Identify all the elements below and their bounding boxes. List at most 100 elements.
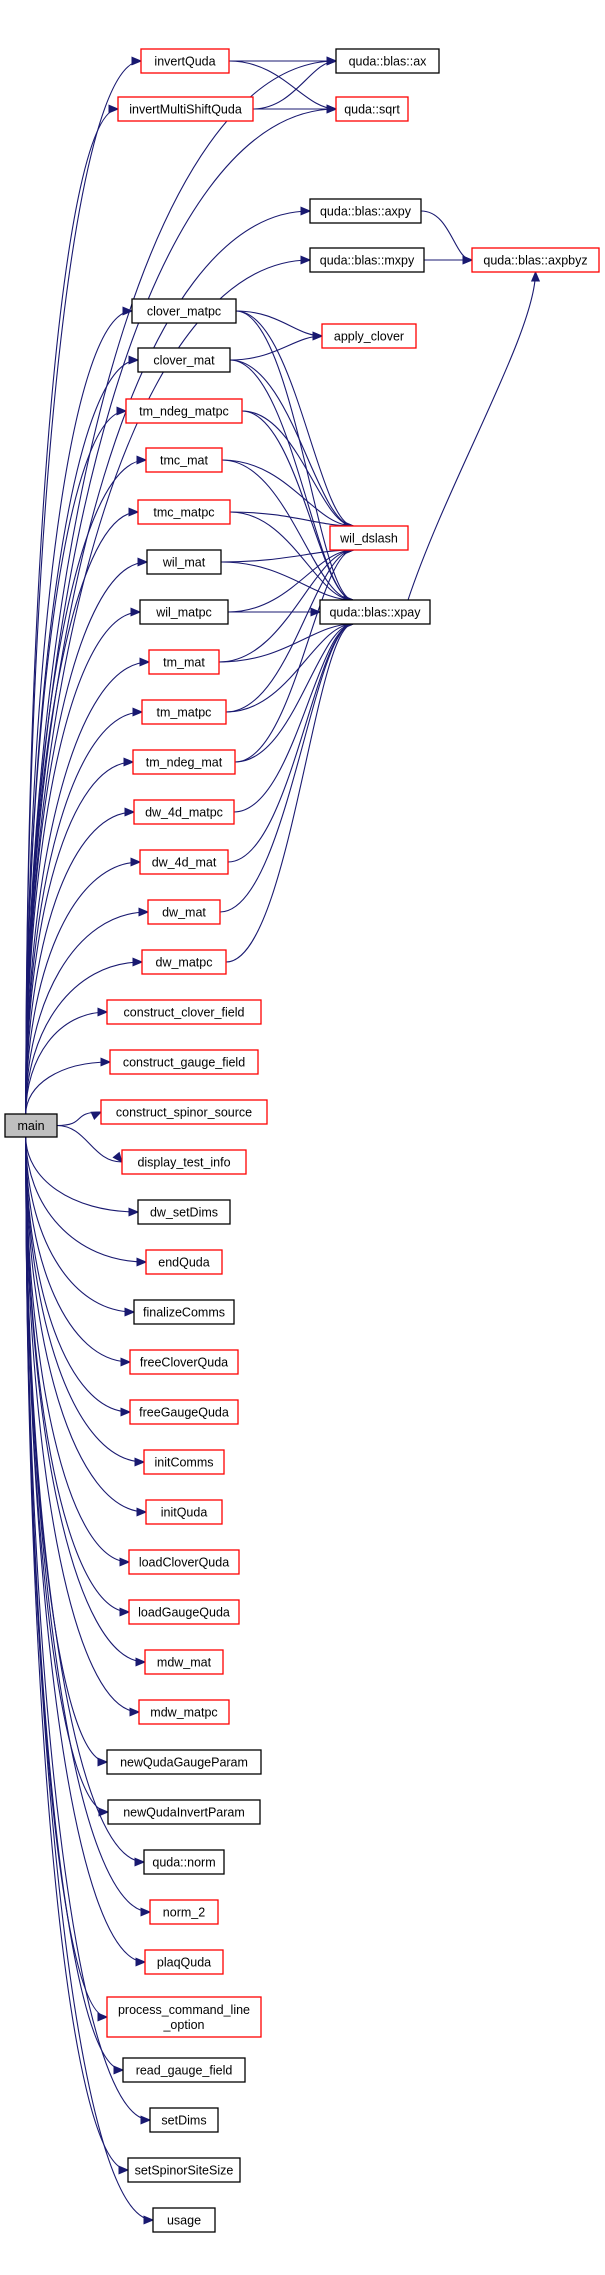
node-label: quda::blas::axpbyz bbox=[483, 254, 587, 268]
edges-layer bbox=[25, 56, 541, 2225]
node-construct-clover-field[interactable]: construct_clover_field bbox=[106, 999, 262, 1025]
node-box bbox=[141, 699, 227, 725]
arrowhead-icon bbox=[118, 2165, 130, 2175]
node-construct-spinor-source[interactable]: construct_spinor_source bbox=[100, 1099, 268, 1125]
node-process-command-line-option[interactable]: process_command_line_option bbox=[106, 1996, 262, 2038]
node-wil-mat[interactable]: wil_mat bbox=[146, 549, 222, 575]
node-invertquda[interactable]: invertQuda bbox=[140, 48, 230, 74]
node-tm-mat[interactable]: tm_mat bbox=[148, 649, 220, 675]
arrowhead-icon bbox=[131, 56, 143, 66]
node-apply-clover[interactable]: apply_clover bbox=[321, 323, 417, 349]
arrowhead-icon bbox=[300, 255, 312, 265]
node-newqudagaugeparam[interactable]: newQudaGaugeParam bbox=[106, 1749, 262, 1775]
edge-clover-mat-to-apply-clover bbox=[229, 331, 324, 361]
node-label: dw_setDims bbox=[150, 1206, 218, 1220]
node-mxpy[interactable]: quda::blas::mxpy bbox=[309, 247, 425, 273]
arrowhead-icon bbox=[123, 757, 135, 767]
node-tm-ndeg-mat[interactable]: tm_ndeg_mat bbox=[132, 749, 236, 775]
node-ax[interactable]: quda::blas::ax bbox=[335, 48, 440, 74]
arrowhead-icon bbox=[326, 56, 338, 66]
arrowhead-icon bbox=[143, 2215, 155, 2225]
node-tmc-mat[interactable]: tmc_mat bbox=[145, 447, 223, 473]
node-tm-matpc[interactable]: tm_matpc bbox=[141, 699, 227, 725]
node-axpy[interactable]: quda::blas::axpy bbox=[309, 198, 422, 224]
node-freegaugequda[interactable]: freeGaugeQuda bbox=[129, 1399, 239, 1425]
node-dw-matpc[interactable]: dw_matpc bbox=[141, 949, 227, 975]
node-box bbox=[143, 1849, 225, 1875]
node-label: norm_2 bbox=[163, 1906, 205, 1920]
node-freecloverquda[interactable]: freeCloverQuda bbox=[129, 1349, 239, 1375]
node-mdw-matpc[interactable]: mdw_matpc bbox=[138, 1699, 230, 1725]
node-label: tm_ndeg_mat bbox=[146, 756, 223, 770]
arrowhead-icon bbox=[136, 455, 148, 465]
node-wil-dslash[interactable]: wil_dslash bbox=[329, 525, 409, 551]
node-setdims[interactable]: setDims bbox=[149, 2107, 219, 2133]
node-dw-mat[interactable]: dw_mat bbox=[147, 899, 221, 925]
node-display-test-info[interactable]: display_test_info bbox=[121, 1149, 247, 1175]
node-label: quda::blas::ax bbox=[349, 55, 428, 69]
node-clover-matpc[interactable]: clover_matpc bbox=[131, 298, 237, 324]
node-box bbox=[144, 1649, 224, 1675]
edge-line bbox=[25, 611, 141, 1115]
node-label: freeGaugeQuda bbox=[139, 1406, 229, 1420]
node-main[interactable]: main bbox=[4, 1113, 58, 1138]
node-finalizecomms[interactable]: finalizeComms bbox=[133, 1299, 235, 1325]
node-loadgaugequda[interactable]: loadGaugeQuda bbox=[128, 1599, 240, 1625]
node-setspinorsitesize[interactable]: setSpinorSiteSize bbox=[127, 2157, 241, 2183]
node-dw-4d-matpc[interactable]: dw_4d_matpc bbox=[133, 799, 235, 825]
node-clover-mat[interactable]: clover_mat bbox=[137, 347, 231, 373]
node-plaqquda[interactable]: plaqQuda bbox=[144, 1949, 224, 1975]
edge-line bbox=[25, 60, 142, 1115]
node-box bbox=[146, 549, 222, 575]
node-read-gauge-field[interactable]: read_gauge_field bbox=[122, 2057, 246, 2083]
arrowhead-icon bbox=[129, 1707, 141, 1717]
edge-tm-ndeg-matpc-to-xpay bbox=[241, 410, 355, 605]
node-initquda[interactable]: initQuda bbox=[145, 1499, 223, 1525]
node-box bbox=[122, 2057, 246, 2083]
node-box bbox=[141, 949, 227, 975]
node-loadcloverquda[interactable]: loadCloverQuda bbox=[128, 1549, 240, 1575]
node-dw-setdims[interactable]: dw_setDims bbox=[137, 1199, 231, 1225]
node-mdw-mat[interactable]: mdw_mat bbox=[144, 1649, 224, 1675]
node-newqudainvertparam[interactable]: newQudaInvertParam bbox=[107, 1799, 261, 1825]
node-axpbyz[interactable]: quda::blas::axpbyz bbox=[471, 247, 600, 273]
edge-line bbox=[220, 561, 354, 601]
edge-main-to-usage bbox=[25, 1136, 155, 2225]
node-invertmultishiftquda[interactable]: invertMultiShiftQuda bbox=[117, 96, 254, 122]
node-box bbox=[128, 1549, 240, 1575]
edge-main-to-dw-4d-mat bbox=[25, 857, 142, 1115]
node-initcomms[interactable]: initComms bbox=[143, 1449, 225, 1475]
edge-main-to-plaqquda bbox=[25, 1136, 147, 1967]
edge-xpay-to-axpbyz bbox=[407, 270, 541, 601]
node-box bbox=[145, 1499, 223, 1525]
arrowhead-icon bbox=[98, 1807, 110, 1817]
node-label: freeCloverQuda bbox=[140, 1356, 228, 1370]
edge-tm-matpc-to-xpay bbox=[225, 619, 355, 713]
edge-line bbox=[25, 761, 134, 1115]
node-dw-4d-mat[interactable]: dw_4d_mat bbox=[139, 849, 229, 875]
node-endquda[interactable]: endQuda bbox=[145, 1249, 223, 1275]
edge-line bbox=[241, 410, 354, 601]
node-tmc-matpc[interactable]: tmc_matpc bbox=[137, 499, 231, 525]
node-norm-2[interactable]: norm_2 bbox=[149, 1899, 219, 1925]
node-wil-matpc[interactable]: wil_matpc bbox=[139, 599, 229, 625]
node-box bbox=[471, 247, 600, 273]
node-tm-ndeg-matpc[interactable]: tm_ndeg_matpc bbox=[125, 398, 243, 424]
node-usage[interactable]: usage bbox=[152, 2207, 216, 2233]
node-box bbox=[106, 1749, 262, 1775]
node-label: wil_dslash bbox=[339, 532, 398, 546]
node-sqrt[interactable]: quda::sqrt bbox=[335, 96, 409, 122]
arrowhead-icon bbox=[130, 607, 142, 617]
edge-line bbox=[25, 1136, 146, 1663]
node-label: quda::blas::axpy bbox=[320, 205, 412, 219]
edge-main-to-finalizecomms bbox=[25, 1136, 136, 1317]
edge-line bbox=[219, 623, 354, 913]
node-norm[interactable]: quda::norm bbox=[143, 1849, 225, 1875]
arrowhead-icon bbox=[119, 1557, 131, 1567]
arrowhead-icon bbox=[140, 1907, 152, 1917]
node-construct-gauge-field[interactable]: construct_gauge_field bbox=[109, 1049, 259, 1075]
node-label: process_command_line bbox=[118, 2003, 250, 2017]
node-xpay[interactable]: quda::blas::xpay bbox=[319, 599, 431, 625]
node-label: setSpinorSiteSize bbox=[135, 2164, 234, 2178]
edge-main-to-dw-setdims bbox=[25, 1136, 140, 1217]
